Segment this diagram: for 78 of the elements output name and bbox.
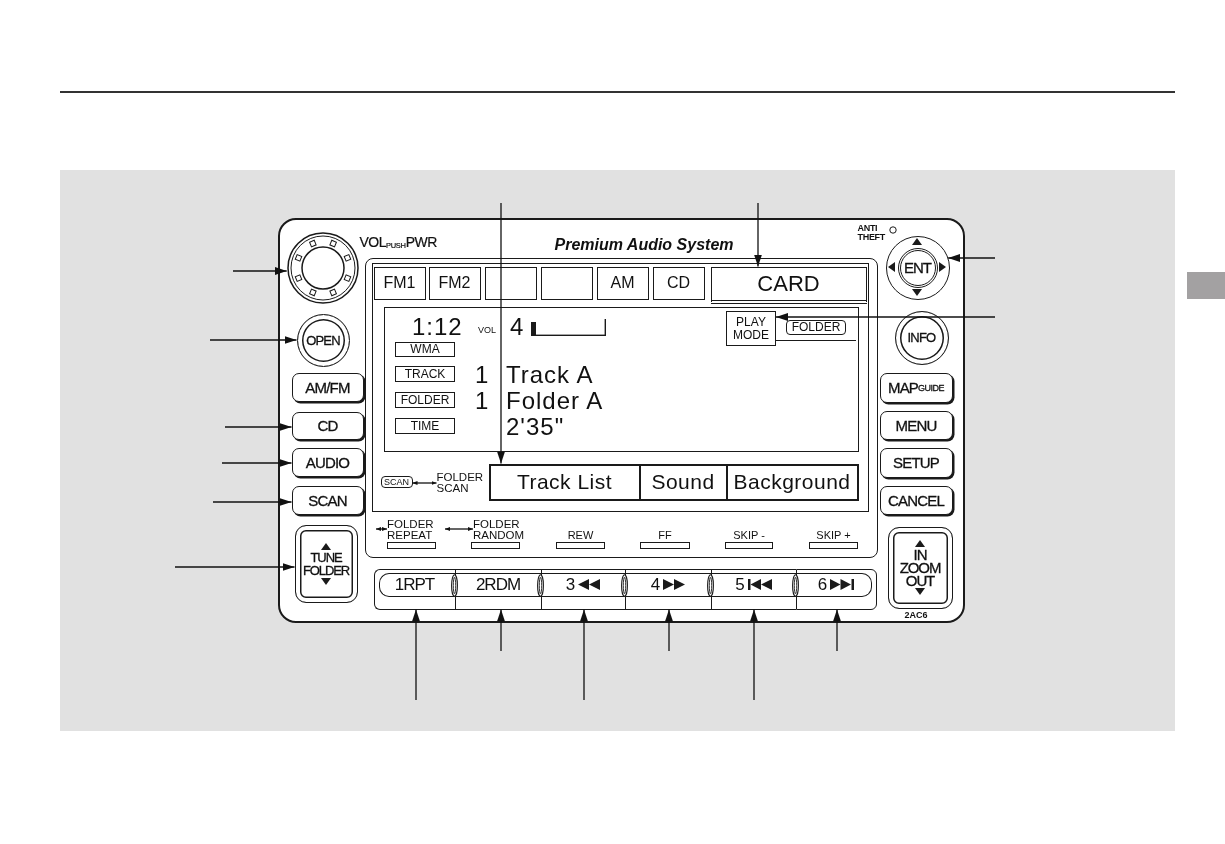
folder-name: Folder A	[506, 388, 604, 414]
leader-arrow	[775, 313, 996, 321]
preset-button: 2RDM	[454, 568, 541, 610]
leader-arrow	[833, 608, 841, 652]
leader-arrow	[947, 254, 996, 262]
band-tab	[540, 266, 593, 300]
cancel-button: CANCEL	[879, 485, 953, 515]
toggle-arrow	[375, 527, 388, 531]
function-label: REW	[566, 529, 595, 542]
leader-arrow	[497, 202, 505, 465]
time-readout: 2'35"	[506, 414, 565, 440]
track-name: Track A	[506, 362, 594, 388]
function-label: SKIP -	[732, 529, 766, 542]
audio-button: AUDIO	[291, 447, 364, 477]
volume-knob	[286, 231, 359, 304]
leader-arrow	[750, 608, 758, 701]
leader-arrow	[412, 608, 420, 701]
preset-button: 4	[624, 568, 711, 610]
volume-label: VOL	[478, 325, 496, 335]
open-button: OPEN	[296, 313, 350, 367]
leader-arrow	[174, 563, 296, 571]
enter-button: ENT	[885, 235, 950, 300]
scan-button: SCAN	[291, 485, 364, 515]
part-code: 2AC6	[904, 609, 928, 620]
system-title: Premium Audio System	[554, 235, 734, 254]
band-tab: CD	[652, 266, 705, 300]
am-fm-button: AM/FM	[291, 372, 364, 402]
track-number: 1	[475, 362, 490, 388]
audio-unit-panel	[278, 218, 965, 623]
setup-button: SETUP	[879, 447, 953, 478]
field-label-box: WMA	[395, 342, 455, 357]
preset-button: 1RPT	[373, 568, 455, 610]
menu-button: MENU	[879, 410, 953, 440]
function-label: FF	[657, 529, 673, 542]
indicator-label: ANTI THEFT	[857, 223, 886, 242]
clock-readout: 1:12	[412, 314, 463, 340]
leader-arrow	[212, 498, 293, 506]
screen-frame	[372, 263, 869, 512]
band-tab	[484, 266, 537, 300]
function-label: FOLDER REPEAT	[387, 519, 445, 541]
leader-arrow	[232, 267, 288, 275]
soft-key: Sound	[640, 463, 728, 501]
function-label: FOLDER SCAN	[436, 471, 489, 494]
leader-arrow	[497, 608, 505, 652]
leader-arrow	[224, 423, 293, 431]
toggle-arrow	[444, 527, 474, 531]
leader-arrow	[580, 608, 588, 701]
preset-button: 5	[710, 568, 796, 610]
mode-indicator: PLAY MODE	[726, 311, 776, 346]
soft-key: Track List	[488, 463, 641, 501]
preset-button: 3	[540, 568, 625, 610]
soft-key: Background	[727, 463, 859, 501]
band-tab: AM	[596, 266, 649, 300]
band-tab: FM1	[373, 266, 426, 300]
leader-arrow	[665, 608, 673, 652]
field-label-box: TRACK	[395, 366, 455, 382]
function-label: SKIP +	[815, 529, 852, 542]
display-area	[383, 306, 859, 452]
tune-folder-rocker: TUNE FOLDER	[294, 524, 358, 603]
folder-number: 1	[475, 388, 490, 414]
knob-label: VOL$_{PUSH}$PWR	[359, 233, 437, 252]
screen-bezel	[364, 257, 878, 558]
scan-indicator: SCAN	[380, 475, 413, 488]
band-tab: CARD	[710, 266, 867, 304]
field-label-box: TIME	[395, 418, 455, 434]
zoom-rocker: IN ZOOM OUT	[887, 526, 953, 609]
leader-arrow	[221, 459, 293, 467]
preset-button: 6	[795, 568, 877, 610]
leader-arrow	[754, 202, 762, 268]
leader-arrow	[209, 336, 298, 344]
band-tab: FM2	[428, 266, 481, 300]
function-label: FOLDER RANDOM	[473, 519, 529, 541]
toggle-arrow	[411, 481, 438, 485]
info-button: INFO	[894, 310, 949, 365]
folder-indicator: FOLDER	[786, 320, 846, 335]
field-label-box: FOLDER	[395, 392, 455, 408]
cd-button: CD	[291, 411, 364, 440]
volume-readout: 4	[510, 314, 525, 340]
